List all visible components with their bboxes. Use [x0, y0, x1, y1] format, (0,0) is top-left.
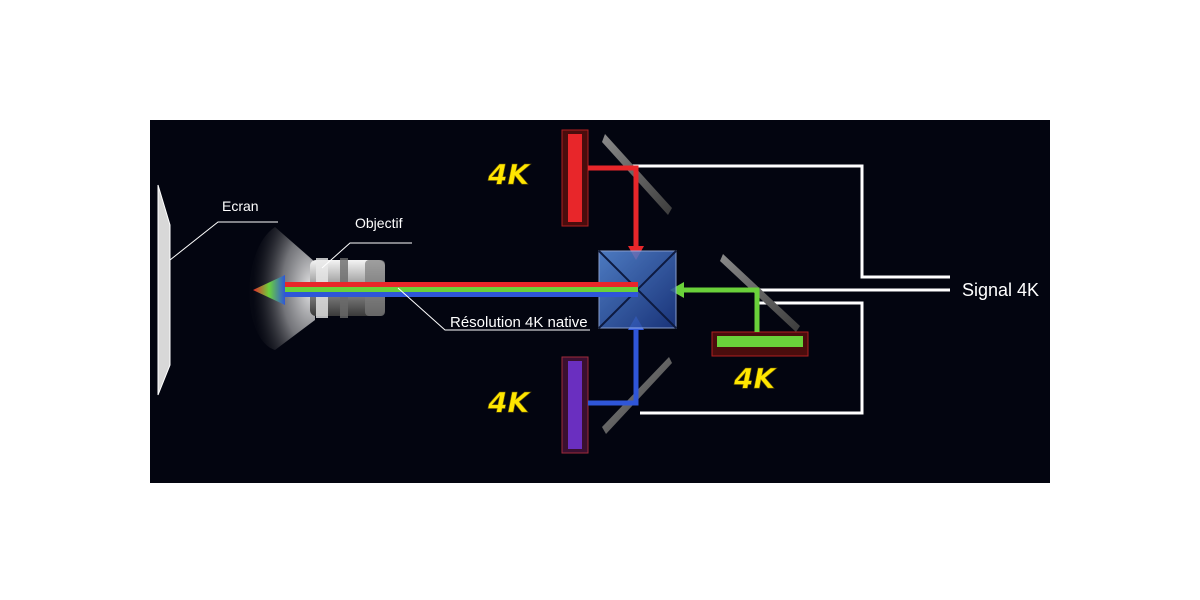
- green-beam: [670, 282, 760, 332]
- blue-beam: [588, 316, 644, 406]
- resolution-label: Résolution 4K native: [450, 314, 588, 331]
- screen-panel: [157, 184, 171, 396]
- output-beam: [253, 275, 638, 305]
- diagram-canvas: Ecran Objectif Résolution 4K native Sign…: [157, 129, 1039, 454]
- red-panel-4k-badge: 4K: [487, 158, 531, 191]
- signal-label: Signal 4K: [962, 280, 1039, 300]
- green-panel: [711, 331, 809, 357]
- leader-lines: [169, 221, 590, 331]
- green-panel-4k-badge: 4K: [733, 362, 777, 395]
- red-panel: [561, 129, 589, 227]
- red-beam: [588, 165, 644, 260]
- blue-panel: [561, 356, 589, 454]
- lens-label: Objectif: [355, 215, 403, 231]
- projector-diagram: Ecran Objectif Résolution 4K native Sign…: [150, 120, 1050, 483]
- mirror-right: [720, 254, 800, 332]
- signal-lines: [630, 164, 950, 415]
- blue-panel-4k-badge: 4K: [487, 386, 531, 419]
- screen-label: Ecran: [222, 198, 259, 214]
